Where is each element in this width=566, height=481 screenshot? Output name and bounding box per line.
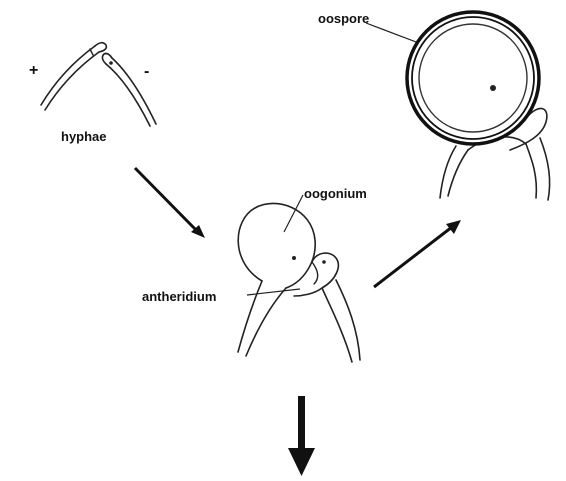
arrow-to-oogonium [135,168,205,238]
antheridium-inner [312,262,318,284]
arrow-to-oospore [374,220,461,287]
minus-hypha-nucleus [109,61,113,65]
plus-sign-label: + [29,62,38,79]
oospore-label: oospore [318,11,369,26]
oogonium-stalk-left [238,281,262,352]
plus-hypha-septum [90,49,93,55]
plus-hypha-tip [95,43,106,52]
oospore-antheridial-hypha [526,144,536,198]
oogonium-stalk-right [246,288,286,356]
oospore-stage: oospore [318,11,550,200]
oospore-outer-wall [407,12,539,144]
antheridium-label: antheridium [142,289,216,304]
antheridium-pointer [247,289,300,295]
oogonium-nucleus [292,256,296,260]
oospore-nucleus [490,85,496,91]
minus-sign-label: - [144,63,149,80]
hyphae-label: hyphae [61,129,107,144]
gametangia-stage: oogonium antheridium [142,186,367,362]
oospore-stalk-left [440,146,456,198]
hyphae-stage: + - hyphae [29,43,156,144]
oogonium [238,203,315,288]
plus-hypha [41,46,95,105]
arrow-down [288,396,315,476]
antheridial-hypha-left [322,288,352,362]
minus-hypha-inner [112,58,156,124]
antheridium-nucleus [322,260,326,264]
oogonium-label: oogonium [304,186,367,201]
antheridium [294,253,338,296]
plus-hypha-inner [45,52,99,110]
oospore-antheridial-hypha-2 [540,138,550,200]
